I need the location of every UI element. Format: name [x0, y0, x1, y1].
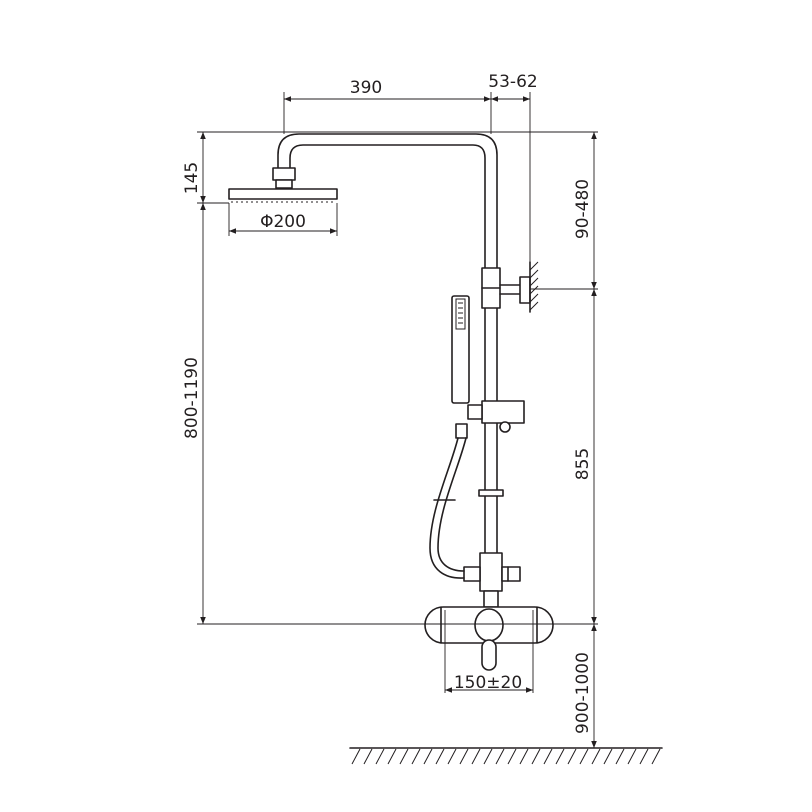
slider-holder-tab: [467, 404, 483, 420]
mixer-lever: [481, 639, 497, 671]
overhead-arm-inner: [289, 144, 486, 271]
shower-hose-inner: [437, 437, 467, 572]
rail-clip: [478, 489, 504, 497]
hand-shower: [429, 295, 470, 579]
hand-shower-connector: [455, 423, 468, 439]
diverter-hose-port: [463, 566, 481, 582]
label-bracket-range: 90-480: [573, 179, 593, 239]
wall-bracket-plate: [519, 276, 531, 304]
diverter-lower-neck: [483, 590, 499, 608]
diverter-knob: [501, 566, 521, 582]
hand-shower-nozzles: [458, 302, 463, 324]
head-connector: [272, 167, 296, 181]
label-arm-reach: 390: [350, 78, 382, 98]
floor: [349, 747, 663, 765]
wall-hatching: [529, 261, 539, 311]
thermostatic-mixer: [424, 606, 554, 671]
hand-shower-face: [455, 298, 466, 330]
riser-rail: [463, 261, 539, 608]
label-wall-offset: 53-62: [488, 72, 537, 92]
label-head-drop: 145: [182, 162, 202, 194]
shower-hose: [429, 437, 465, 579]
label-mixer-height: 900-1000: [573, 652, 593, 734]
label-inlet-centers: 150±20: [454, 673, 522, 693]
hand-shower-body: [451, 295, 470, 404]
label-head-height: 800-1190: [182, 357, 202, 439]
head-connector-base: [275, 179, 293, 189]
slider-knob: [499, 421, 511, 433]
rain-shower-head: [228, 133, 498, 271]
slider-holder: [481, 400, 525, 424]
label-head-diameter: Φ200: [260, 212, 306, 232]
label-riser-length: 855: [573, 448, 593, 480]
floor-hatching: [351, 748, 661, 765]
head-disc: [228, 188, 338, 200]
diverter-block: [479, 552, 503, 592]
dimensions: 390 53-62 145 Φ200 800-1190 90-480 855 1…: [182, 72, 598, 748]
overhead-arm: [277, 133, 498, 271]
mixer-handle-hub: [474, 608, 504, 642]
